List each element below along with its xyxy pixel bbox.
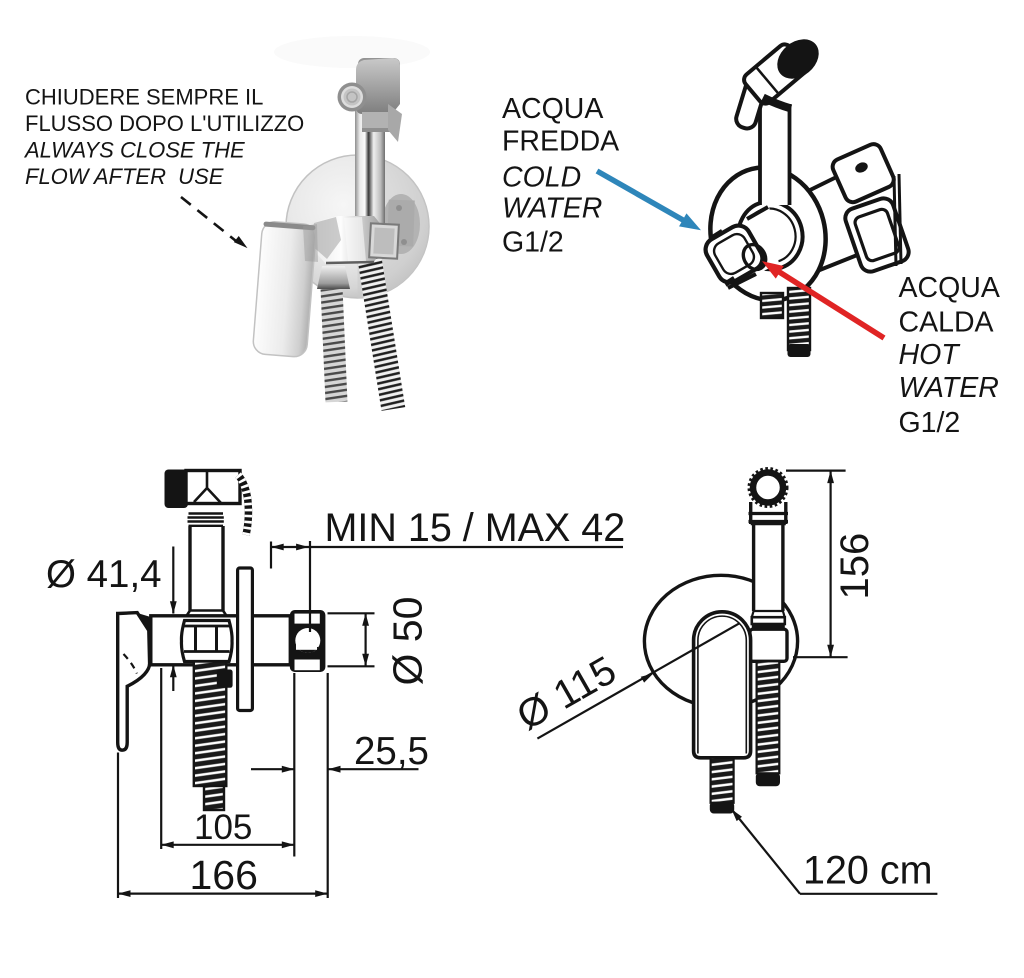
svg-text:ACQUA: ACQUA: [502, 93, 603, 125]
svg-text:WATER: WATER: [899, 372, 999, 404]
svg-text:FLOW AFTER USE: FLOW AFTER USE: [25, 164, 224, 189]
svg-text:CHIUDERE SEMPRE IL: CHIUDERE SEMPRE IL: [25, 85, 263, 110]
svg-text:Ø 41,4: Ø 41,4: [46, 553, 162, 596]
svg-text:120 cm: 120 cm: [803, 849, 933, 893]
svg-text:ACQUA: ACQUA: [899, 272, 1000, 304]
svg-text:G1/2: G1/2: [502, 227, 564, 259]
svg-text:FLUSSO DOPO L'UTILIZZO: FLUSSO DOPO L'UTILIZZO: [25, 111, 304, 136]
svg-text:25,5: 25,5: [354, 730, 429, 773]
svg-text:COLD: COLD: [502, 162, 581, 194]
svg-text:166: 166: [190, 852, 258, 898]
svg-text:FREDDA: FREDDA: [502, 126, 619, 158]
svg-text:Ø 50: Ø 50: [385, 597, 431, 686]
svg-text:156: 156: [833, 533, 877, 600]
svg-text:ALWAYS CLOSE THE: ALWAYS CLOSE THE: [23, 138, 245, 163]
svg-text:HOT: HOT: [899, 339, 962, 371]
svg-text:WATER: WATER: [502, 193, 602, 225]
svg-text:105: 105: [194, 808, 252, 847]
svg-text:CALDA: CALDA: [899, 307, 994, 339]
svg-text:MIN 15 / MAX 42: MIN 15 / MAX 42: [325, 506, 626, 550]
svg-text:G1/2: G1/2: [899, 407, 961, 439]
